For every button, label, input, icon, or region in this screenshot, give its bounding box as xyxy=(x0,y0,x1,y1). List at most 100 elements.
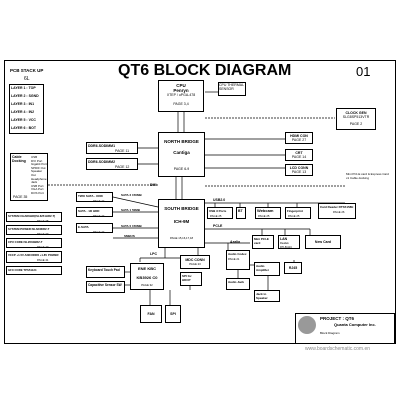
minicard-right-label: Mini PCI-E card & Express Card x1 Cable … xyxy=(346,172,389,180)
kbc-label: ENE KBC xyxy=(137,266,156,271)
doc-label: Block Diagram xyxy=(320,331,340,335)
usb-ports-block: USB 3 Ports PAGE 25 xyxy=(207,207,233,219)
power-page: PAGE 38 xyxy=(37,219,49,223)
fan-label: FAN xyxy=(147,312,155,316)
power-block-vccp: VCCP +1.5V AND DDRII +1.8V POWER PAGE 41 xyxy=(6,251,62,263)
docking-item: USB Port xyxy=(31,183,44,188)
power-label: SYSTEM CHARGER(ISL6251HRZ-T) xyxy=(8,214,56,218)
tpm-block: SPI for HDCP xyxy=(180,272,202,286)
sata-hdd-block: SATA - 1D HDD PAGE 24 xyxy=(76,207,113,218)
lan-label: LAN xyxy=(280,237,288,241)
crt-page: PAGE 14 xyxy=(291,155,307,159)
keyboard-label: Keyboard Touch Pad xyxy=(88,268,120,272)
pcie-device-label: Mini PCI-E card xyxy=(254,237,269,245)
lan-chip: Realtek RTL8111C xyxy=(280,242,293,249)
diagram-title: QT6 BLOCK DIAGRAM xyxy=(118,62,292,79)
pcb-stack-title: PCB STACK UP xyxy=(10,68,44,73)
mini-pcie-block: Mini PCI-E card xyxy=(252,235,274,249)
usb-device-page: PAGE 25 xyxy=(258,214,270,218)
sata-bus-label: SATA 0 150MB xyxy=(121,224,142,228)
south-bridge-block: SOUTH BRIDGE ICH-9M PAGE 15,16,17,18 xyxy=(158,199,205,248)
cpu-block: CPU Penryn XTEP / uPGA-478 PAGE 3,4 xyxy=(158,80,204,112)
ddr1-page: PAGE 11 xyxy=(115,149,130,153)
page-number: 01 xyxy=(356,64,371,79)
spi-block: SPI xyxy=(165,305,181,323)
hdmi-label: HDMI CON xyxy=(290,134,308,138)
pcie-device-label: New Card xyxy=(314,240,332,244)
lpc-bus-label: LPC xyxy=(150,252,157,256)
clock-page: PAGE 2 xyxy=(349,122,363,126)
project-label: PROJECT : QT6 xyxy=(320,316,355,321)
usb-bus-label: USB2.0 xyxy=(213,198,226,202)
power-block-charger: SYSTEM CHARGER(ISL6251HRZ-T) PAGE 38 xyxy=(6,212,62,223)
kbc-page: PAGE 32 xyxy=(141,283,153,287)
storage-label: SATA - 1D HDD xyxy=(78,209,100,213)
mdc-block: MDC CONN PAGE 23 xyxy=(180,255,210,269)
sb-chip: ICH-9M xyxy=(173,219,190,224)
clock-gen-block: CLOCK GEN SLG8SP513VTR PAGE 2 xyxy=(336,108,376,130)
thermal-label: CPU THERMAL SENSOR xyxy=(219,83,244,91)
docking-item: SPDIF Out xyxy=(31,165,46,170)
usb-device-page: PAGE 25 xyxy=(288,214,300,218)
docking-item: Speaker Out xyxy=(31,169,43,177)
quanta-logo-icon xyxy=(298,316,316,334)
docking-title: Cable Docking xyxy=(12,155,26,163)
thermal-sensor-block: CPU THERMAL SENSOR xyxy=(218,82,246,96)
usb-device-page: PAGE 26 xyxy=(333,210,345,214)
mdc-label: MDC CONN xyxy=(185,258,205,262)
audio-amp-block: Audio Amplifier xyxy=(254,262,280,276)
rj45-block: RJ45 xyxy=(284,262,302,274)
lcd-page: PAGE 13 xyxy=(291,170,307,174)
power-label: GFX CORE TPS51124 xyxy=(8,268,37,272)
docking-item: DVI Port xyxy=(31,158,43,163)
ddr-slot-2: DDRII-SODIMM2 PAGE 12 xyxy=(86,158,138,170)
nb-page: PAGE 6-9 xyxy=(173,167,190,171)
card-reader-block: Card Reader RTS5158E PAGE 26 xyxy=(318,203,356,219)
layer-6: LAYER 6 : BOT xyxy=(11,126,36,130)
ddr1-label: DDRII-SODIMM1 xyxy=(88,144,116,148)
fingerprint-block: Fingerprint PAGE 25 xyxy=(285,207,311,219)
crt-block: CRT PAGE 14 xyxy=(285,149,313,161)
pcb-stack-table: LAYER 1 : TOP LAYER 2 : SGND LAYER 3 : I… xyxy=(9,84,44,134)
speaker-label: Jack to Speaker xyxy=(256,292,268,300)
storage-label: TWO SATA - ODD xyxy=(78,194,103,198)
dmi-label: DMI xyxy=(150,183,157,187)
audio-codec-label: Audio Codec xyxy=(228,252,247,256)
clock-part: SLG8SP513VTR xyxy=(342,115,370,119)
sb-label: SOUTH BRIDGE xyxy=(164,206,199,211)
hdmi-block: HDMI CON PAGE 27 xyxy=(285,132,313,144)
storage-label: E-SATA xyxy=(78,225,89,229)
layer-4: LAYER 4 : IN2 xyxy=(11,110,35,114)
docking-list: USB DVI Port Gigabit Port SPDIF Out Spea… xyxy=(31,155,47,196)
north-bridge-block: NORTH BRIDGE Cantiga PAGE 6-9 xyxy=(158,132,205,177)
ddr2-label: DDRII-SODIMM2 xyxy=(88,160,116,164)
power-block-system: SYSTEM POWER ISL6236IRZ-T PAGE 39 xyxy=(6,225,62,236)
usb-device-label: Webcam xyxy=(257,208,274,213)
docking-item: VGA Port xyxy=(31,187,44,192)
lcd-label: LCD CONN xyxy=(289,166,309,170)
power-label: CPU CORE ISL9504BRZ-T xyxy=(8,240,43,244)
kbc-chip: KB3926 C0 xyxy=(136,275,158,280)
nb-label: NORTH BRIDGE xyxy=(164,139,199,144)
webcam-block: Webcam PAGE 25 xyxy=(255,207,281,219)
speaker-jack-block: Jack to Speaker xyxy=(254,290,280,302)
storage-page: PAGE 24 xyxy=(93,214,105,218)
power-label: VCCP +1.5V AND DDRII +1.8V POWER xyxy=(8,253,59,257)
docking-item: USB xyxy=(31,155,38,159)
sb-page: PAGE 15,16,17,18 xyxy=(169,236,194,240)
power-page: PAGE 39 xyxy=(37,232,49,236)
docking-item: DOS Port xyxy=(31,190,44,195)
usb-device-label: Card Reader RTS5158E xyxy=(320,205,354,209)
smbus-label: SMBUS xyxy=(124,234,135,238)
capsensor-block: Capacitive Sensor SW xyxy=(86,281,125,293)
azalia-label: Azalia xyxy=(230,240,241,244)
sata-bus-label: SATA 1 50MB xyxy=(121,208,140,212)
crt-label: CRT xyxy=(295,151,303,155)
pcie-bus-label: PCI-E xyxy=(213,224,223,228)
new-card-block: New Card xyxy=(305,235,341,249)
power-block-cpu-core: CPU CORE ISL9504BRZ-T PAGE 40 xyxy=(6,238,62,249)
sata-odd-block: TWO SATA - ODD PAGE 24 xyxy=(76,192,113,203)
tpm-label: SPI for HDCP xyxy=(182,274,192,282)
lan-block: LAN Realtek RTL8111C xyxy=(278,235,300,249)
docking-page: PAGE 35 xyxy=(13,195,28,199)
